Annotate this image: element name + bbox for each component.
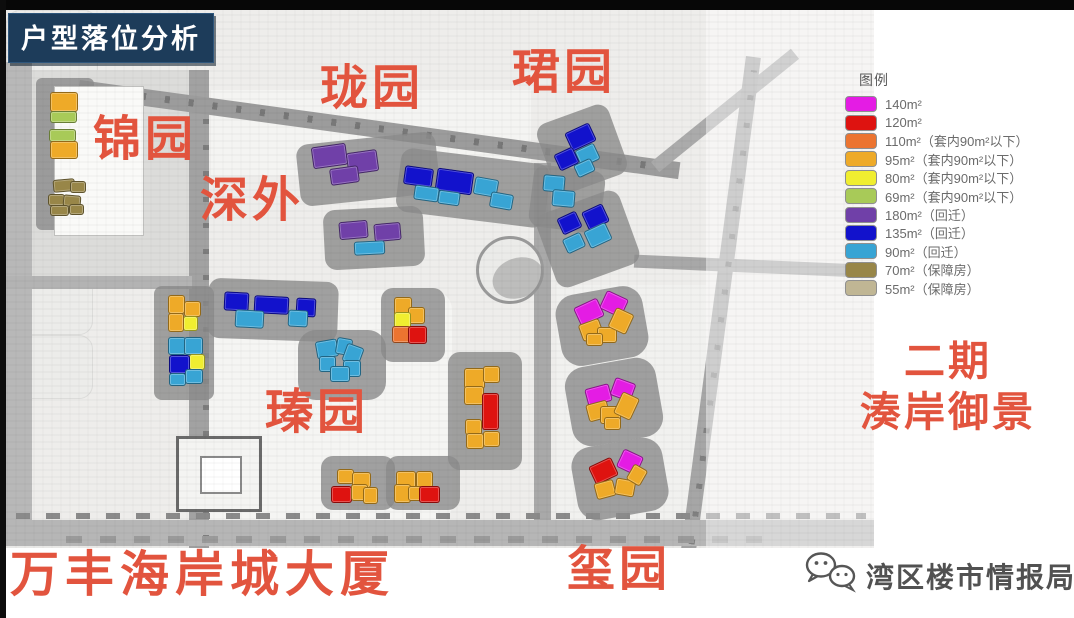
- label-phase2-line1: 二期: [904, 338, 992, 384]
- legend-item: 95m²（套内90m²以下）: [845, 150, 1071, 168]
- legend-label: 90m²（回迁）: [885, 244, 967, 260]
- label-shenwai: 深外: [200, 174, 305, 227]
- legend-label: 69m²（套内90m²以下）: [885, 189, 1023, 205]
- label-xiyuan: 玺园: [567, 543, 672, 596]
- page-title: 户型落位分析: [8, 13, 214, 63]
- legend-swatch: [845, 151, 877, 168]
- legend-label: 180m²（回迁）: [885, 208, 974, 224]
- top-border: [0, 0, 1074, 10]
- legend-swatch: [845, 280, 877, 297]
- legend-label: 110m²（套内90m²以下）: [885, 134, 1029, 150]
- legend-swatch: [845, 206, 877, 223]
- building-shadow: [448, 352, 522, 470]
- legend-swatch: [845, 224, 877, 241]
- parking-dashes-2: [66, 536, 766, 543]
- road-west: [6, 62, 32, 546]
- legend-label: 80m²（套内90m²以下）: [885, 171, 1023, 187]
- building-shadow: [381, 288, 445, 362]
- label-wanfeng: 万丰海岸城大厦: [10, 548, 396, 602]
- legend-item: 120m²: [845, 113, 1071, 131]
- legend-title: 图例: [859, 72, 889, 88]
- wechat-icon: [804, 551, 860, 600]
- watermark: 湾区楼市情报局: [804, 551, 1074, 600]
- legend-swatch: [845, 132, 877, 149]
- legend-swatch: [845, 169, 877, 186]
- page-title-text: 户型落位分析: [21, 24, 201, 54]
- parking-dashes-1: [16, 513, 866, 519]
- label-phase2: 二期 湊岸御景: [822, 336, 1074, 439]
- legend-item: 70m²（保障房）: [845, 261, 1071, 279]
- label-junyuan: 珺园: [512, 46, 617, 99]
- legend-item: 90m²（回迁）: [845, 242, 1071, 260]
- site-plan-map: [6, 10, 874, 548]
- legend-label: 70m²（保障房）: [885, 263, 980, 279]
- road-west-horizontal: [6, 276, 192, 289]
- label-jinyuan: 锦园: [93, 113, 198, 166]
- legend-swatch: [845, 114, 877, 131]
- legend-swatch: [845, 261, 877, 278]
- watermark-text: 湾区楼市情报局: [866, 561, 1074, 593]
- building-shadow: [561, 354, 667, 450]
- building-shadow: [154, 286, 214, 400]
- legend-item: 80m²（套内90m²以下）: [845, 169, 1071, 187]
- legend-item: 55m²（保障房）: [845, 279, 1071, 297]
- building-shadow: [321, 456, 395, 510]
- legend-label: 95m²（套内90m²以下）: [885, 152, 1023, 168]
- legend-item: 135m²（回迁）: [845, 224, 1071, 242]
- legend: 图例 140m² 120m² 110m²（套内90m²以下） 95m²（套内90m²以…: [845, 70, 1071, 297]
- legend-swatch: [845, 243, 877, 260]
- legend-label: 140m²: [885, 96, 922, 112]
- legend-items: 140m² 120m² 110m²（套内90m²以下） 95m²（套内90m²以下） 8…: [845, 95, 1071, 297]
- legend-item: 110m²（套内90m²以下）: [845, 132, 1071, 150]
- left-border: [0, 0, 6, 618]
- legend-swatch: [845, 96, 877, 113]
- label-phase2-line2: 湊岸御景: [860, 389, 1036, 436]
- legend-item: 69m²（套内90m²以下）: [845, 187, 1071, 205]
- building-shadow: [386, 456, 460, 510]
- mall-atrium-outline: [200, 456, 242, 494]
- legend-swatch: [845, 188, 877, 205]
- label-longyuan: 珑园: [320, 62, 425, 115]
- label-zhenyuan: 瑧园: [265, 386, 370, 439]
- legend-item: 180m²（回迁）: [845, 205, 1071, 223]
- building-shadow: [322, 205, 426, 271]
- legend-item: 140m²: [845, 95, 1071, 113]
- legend-label: 55m²（保障房）: [885, 281, 980, 297]
- legend-label: 120m²: [885, 115, 922, 131]
- legend-label: 135m²（回迁）: [885, 226, 974, 242]
